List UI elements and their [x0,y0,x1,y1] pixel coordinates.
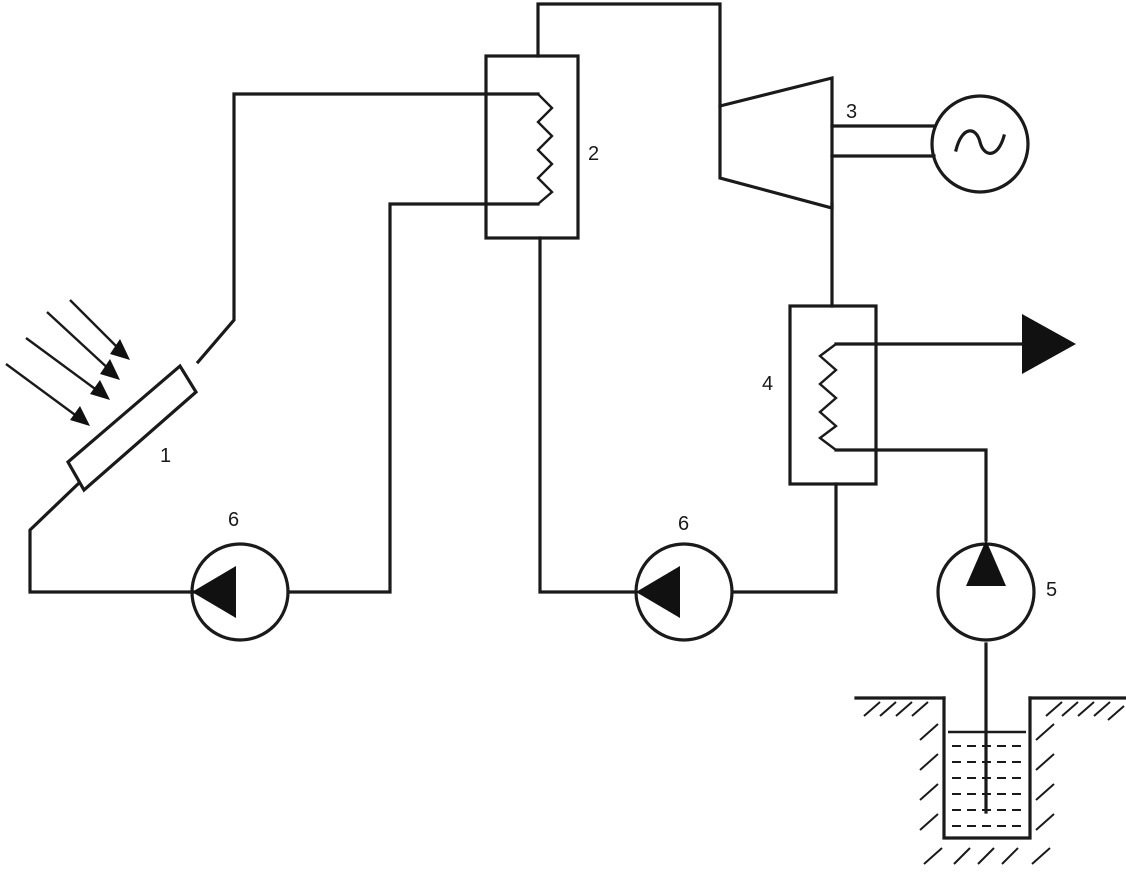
heat-exchanger-label: 2 [588,143,599,165]
heat-exchanger [484,54,580,240]
condenser [788,304,878,486]
condenser-label: 4 [762,373,773,395]
heat-exchanger-coil [536,93,554,205]
well-pump-label: 5 [1046,579,1057,601]
pump-arrow-up-icon [966,540,1006,586]
solar-rays [5,299,130,426]
collector-label: 1 [160,445,171,467]
pump-right-label: 6 [678,513,689,535]
pump-left-label: 6 [228,509,239,531]
pump-left [190,542,290,642]
condenser-coil [818,343,838,451]
arrow-right-icon [1022,314,1076,374]
pump-arrow-left-icon [636,566,680,618]
pump-arrow-left-icon [192,566,236,618]
solar-collector [65,363,199,493]
turbine-label: 3 [846,101,857,123]
turbine [718,75,936,211]
well [854,696,1126,865]
well-pump [936,540,1036,642]
water [952,745,1024,827]
collector-loop-piping [28,92,540,594]
alternating-current-icon [954,129,1006,155]
ground-hatching [863,701,1125,865]
pump-right [634,542,734,642]
cooling-water-piping [834,314,1076,814]
generator [930,94,1030,194]
working-fluid-piping [536,2,838,594]
